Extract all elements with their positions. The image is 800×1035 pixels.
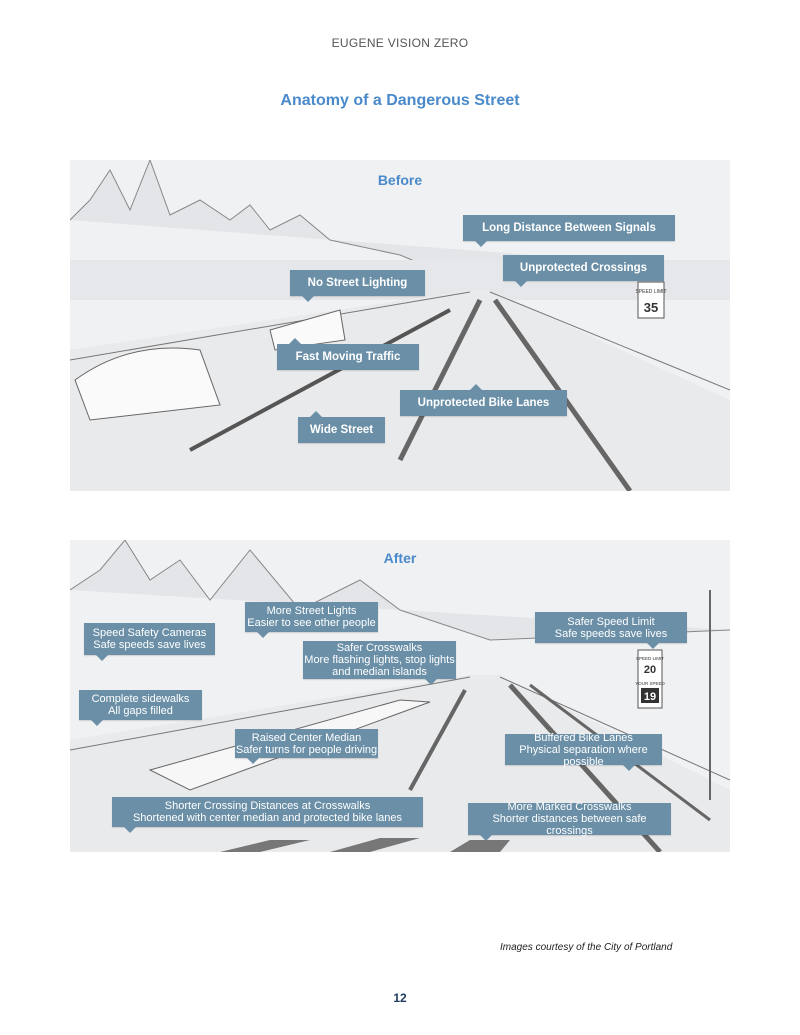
speed-sign-value: 35 xyxy=(644,300,658,315)
speed-sign-top: SPEED LIMIT xyxy=(635,289,666,295)
callout-shorter-crossing-distances: Shorter Crossing Distances at Crosswalks… xyxy=(112,797,423,833)
before-illustration: SPEED LIMIT 35 xyxy=(70,160,730,491)
image-credit: Images courtesy of the City of Portland xyxy=(500,942,673,953)
before-label: Before xyxy=(377,172,423,188)
page-title: Anatomy of a Dangerous Street xyxy=(280,92,520,109)
callout-no-street-lighting: No Street Lighting xyxy=(290,270,425,302)
callout-long-distance-signals: Long Distance Between Signals xyxy=(463,215,675,247)
after-label: After xyxy=(383,550,417,566)
callout-fast-moving-traffic: Fast Moving Traffic xyxy=(277,338,419,370)
your-speed-label: YOUR SPEED xyxy=(635,681,665,686)
page-number: 12 xyxy=(393,991,407,1005)
callout-unprotected-crossings: Unprotected Crossings xyxy=(503,255,664,287)
speed-sign-top: SPEED LIMIT xyxy=(636,656,664,661)
street-sketch-before: SPEED LIMIT 35 xyxy=(70,160,730,491)
callout-wide-street: Wide Street xyxy=(298,411,385,443)
callout-unprotected-bike-lanes: Unprotected Bike Lanes xyxy=(400,384,567,416)
your-speed-value: 19 xyxy=(644,691,656,703)
running-header: EUGENE VISION ZERO xyxy=(331,36,469,50)
speed-sign-value: 20 xyxy=(644,664,656,676)
